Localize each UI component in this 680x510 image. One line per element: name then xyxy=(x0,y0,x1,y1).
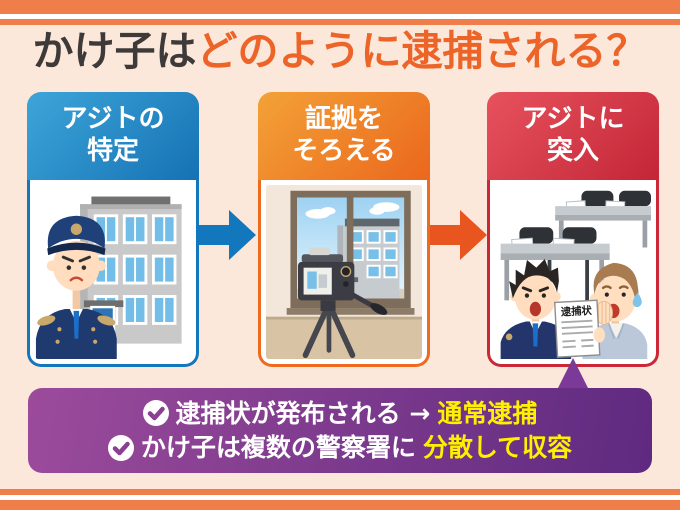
police-officer-icon xyxy=(35,215,117,359)
suspect-hair xyxy=(593,262,639,305)
frame-bottom-white-stripe xyxy=(0,495,680,500)
step2-header: 証拠を そろえる xyxy=(258,92,430,180)
step3-header: アジトに 突入 xyxy=(487,92,659,180)
check-icon xyxy=(142,400,169,427)
step-panel-gather-evidence: 証拠を そろえる xyxy=(258,92,430,367)
summary-pointer-icon xyxy=(557,358,589,390)
step3-illustration: 逮捕状 xyxy=(495,185,651,359)
page-title: かけ子はどのように逮捕される？ xyxy=(0,27,680,75)
frame-top-white-stripe xyxy=(0,14,680,19)
arrow-right-icon xyxy=(199,210,256,260)
page-title-dark: かけ子は xyxy=(32,27,197,75)
detective-hair xyxy=(509,259,559,299)
summary-item-1: 逮捕状が発布される → 通常逮捕 xyxy=(142,398,538,429)
frame-top-line xyxy=(0,19,680,25)
office-desks-icon xyxy=(500,190,651,310)
step-panel-identify-hideout: アジトの 特定 xyxy=(27,92,199,367)
camera-tripod-icon xyxy=(297,247,388,359)
summary-item-1-highlight: 通常逮捕 xyxy=(437,398,538,428)
warrant-document-icon: 逮捕状 xyxy=(553,299,601,358)
summary-box: 逮捕状が発布される → 通常逮捕 かけ子は複数の警察署に 分散して収容 xyxy=(28,388,652,473)
frame-bottom-line xyxy=(0,489,680,495)
step1-label-line2: 特定 xyxy=(86,136,139,166)
step-panel-raid-hideout: アジトに 突入 xyxy=(487,92,659,367)
step1-illustration xyxy=(35,185,191,359)
step3-label-line1: アジトに xyxy=(521,104,625,135)
surveillance-camera-window-icon xyxy=(266,185,422,359)
entrance-canopy xyxy=(83,300,124,308)
step2-label-line1: 証拠を xyxy=(304,104,383,135)
step1-body xyxy=(27,180,199,367)
arrest-scene-icon: 逮捕状 xyxy=(495,185,651,359)
clouds-icon xyxy=(305,202,400,219)
police-detective-icon xyxy=(500,259,572,359)
step2-body xyxy=(258,180,430,367)
summary-item-2-highlight: 分散して収容 xyxy=(422,433,573,462)
frame-bottom-band xyxy=(0,500,680,510)
step1-label-line1: アジトの xyxy=(61,104,165,135)
warrant-title: 逮捕状 xyxy=(561,304,593,319)
arrow-right-icon xyxy=(430,210,487,260)
summary-item-2-text: かけ子は複数の警察署に xyxy=(140,433,416,462)
check-icon xyxy=(107,434,134,461)
summary-item-1-text: 逮捕状が発布される → xyxy=(175,398,431,428)
police-officer-building-icon xyxy=(35,196,182,359)
step2-label-line2: そろえる xyxy=(292,136,396,166)
step3-label-line2: 突入 xyxy=(546,136,599,166)
holding-hand xyxy=(593,327,605,343)
step1-header: アジトの 特定 xyxy=(27,92,199,180)
page-title-accent: どのように逮捕される？ xyxy=(196,27,648,75)
frame-top-band xyxy=(0,0,680,14)
sweat-drop-icon xyxy=(632,292,642,308)
summary-item-2: かけ子は複数の警察署に 分散して収容 xyxy=(107,432,573,463)
step3-body: 逮捕状 xyxy=(487,180,659,367)
step2-illustration xyxy=(266,185,422,359)
